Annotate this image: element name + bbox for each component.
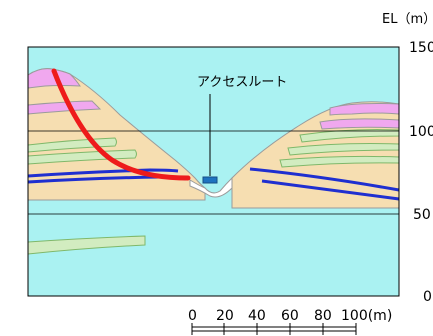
scale-bar: 0 20 40 60 80 100(m) <box>188 308 392 335</box>
scale-label-60: 60 <box>281 308 299 324</box>
tick-label-100: 100 <box>409 124 433 140</box>
scale-label-20: 20 <box>216 308 234 324</box>
pink-layers <box>27 68 400 130</box>
slip-surface-arc <box>51 68 191 181</box>
green-layers <box>27 129 400 255</box>
access-route-marker <box>202 176 218 184</box>
cross-section-frame <box>27 46 400 297</box>
elevation-axis: EL（m） 150 100 50 0 <box>382 12 433 305</box>
scale-label-100m: 100(m) <box>341 308 392 324</box>
tick-label-50: 50 <box>413 207 431 223</box>
tick-label-150: 150 <box>409 40 433 56</box>
tick-label-0: 0 <box>423 289 432 305</box>
scale-label-0: 0 <box>188 308 197 324</box>
scale-label-40: 40 <box>248 308 266 324</box>
scale-label-80: 80 <box>314 308 332 324</box>
axis-title: EL（m） <box>382 12 433 27</box>
annotation-label: アクセスルート <box>197 75 287 90</box>
